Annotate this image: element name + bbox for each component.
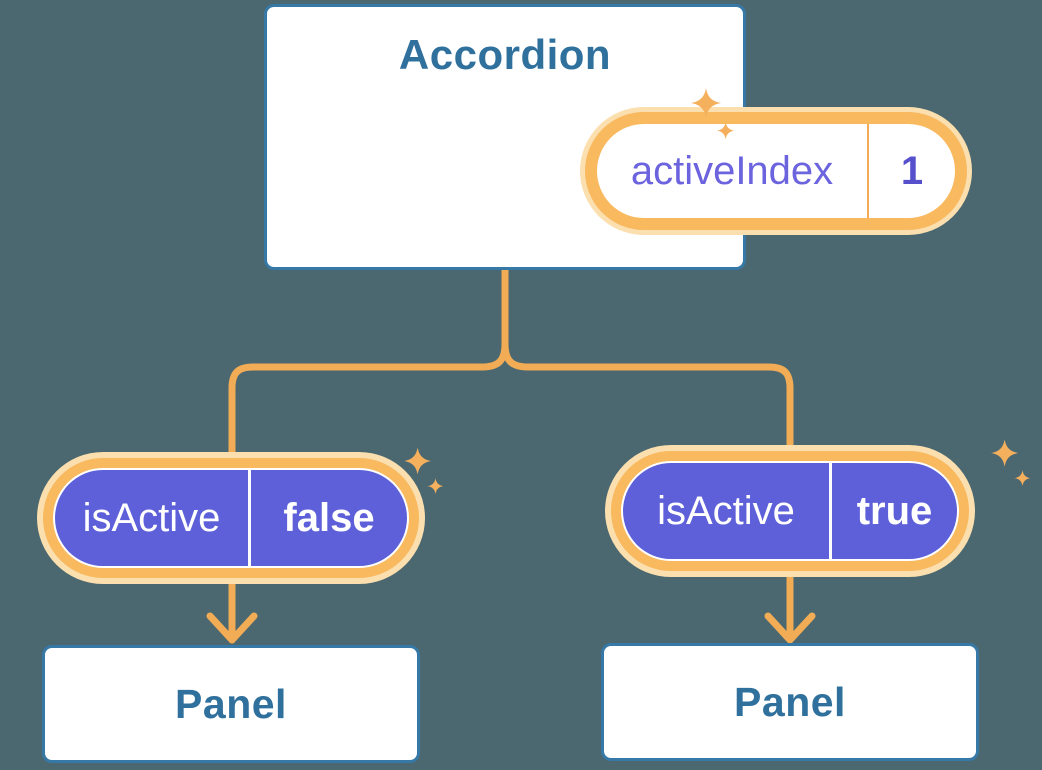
- arrow-down-icon-left: [206, 612, 258, 644]
- prop-pill-divider: [248, 470, 251, 566]
- sparkle-big-star: [691, 88, 721, 118]
- component-box-accordion: Accordion activeIndex 1: [264, 4, 972, 270]
- connector-group: [206, 266, 816, 644]
- state-pill-value: 1: [900, 148, 924, 193]
- sparkle-big-star: [404, 447, 432, 475]
- prop-pill-core: isActive false: [55, 470, 407, 566]
- prop-pill-body: isActive false: [43, 458, 419, 578]
- prop-pill-value: true: [856, 488, 933, 533]
- component-box-panel-right: Panel: [601, 643, 979, 761]
- prop-pill-body: isActive true: [611, 451, 969, 571]
- prop-pill-label: isActive: [82, 495, 221, 540]
- prop-pill-divider: [829, 463, 832, 559]
- state-pill-divider: [867, 124, 869, 218]
- arrow-down-icon-right: [764, 612, 816, 644]
- prop-pill-isactive-true: isActive true: [605, 445, 975, 577]
- sparkle-small-star: [427, 478, 444, 494]
- prop-pill-label: isActive: [657, 488, 795, 533]
- sparkle-icon: [691, 88, 735, 140]
- prop-pill-value: false: [283, 495, 375, 540]
- state-pill-label: activeIndex: [630, 148, 834, 193]
- state-pill-body: activeIndex 1: [585, 112, 967, 230]
- prop-pill-isactive-false: isActive false: [37, 452, 425, 584]
- sparkle-icon: [991, 439, 1031, 486]
- accordion-title: Accordion: [398, 31, 612, 78]
- sparkle-big-star: [991, 439, 1019, 467]
- sparkle-small-star: [1014, 470, 1031, 486]
- sparkle-icon: [404, 447, 444, 494]
- prop-pill-core: isActive true: [623, 463, 957, 559]
- connector-right-branch: [501, 266, 794, 639]
- component-box-panel-left: Panel: [42, 645, 420, 763]
- sparkle-small-star: [717, 122, 735, 140]
- panel-title: Panel: [175, 680, 287, 727]
- panel-title: Panel: [734, 678, 846, 725]
- state-pill: activeIndex 1: [580, 107, 972, 235]
